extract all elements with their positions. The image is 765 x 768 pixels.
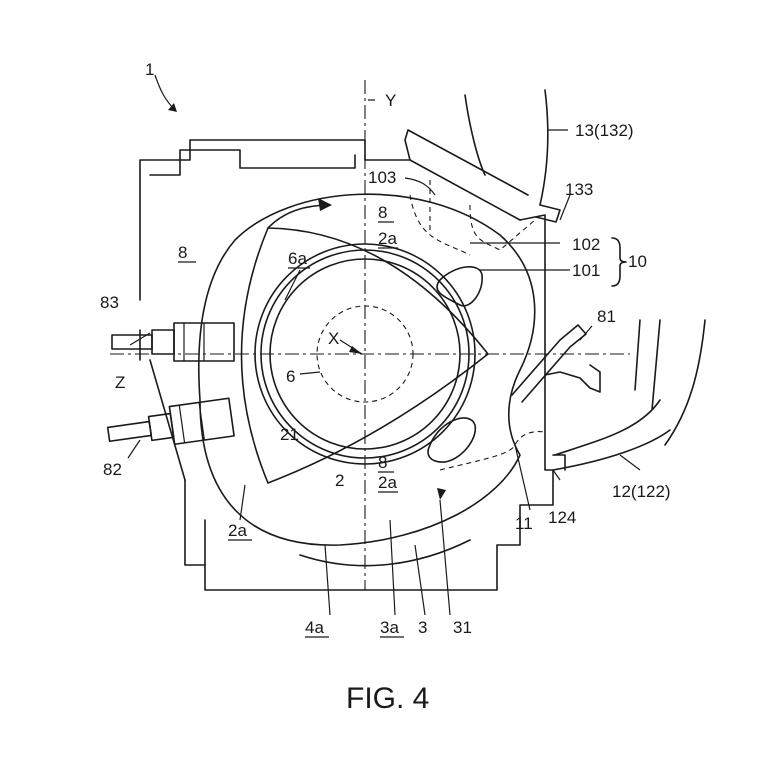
- figure-caption: FIG. 4: [346, 682, 429, 715]
- label-chamber-8-left: 8: [178, 243, 187, 262]
- part-124-bracket: [552, 454, 566, 471]
- label-shaft-6: 6: [286, 367, 295, 386]
- exhaust-passage-dashed: [439, 431, 546, 471]
- label-part-101: 101: [572, 261, 600, 280]
- label-part-124: 124: [548, 508, 576, 527]
- exhaust-pipe-12: [552, 319, 706, 471]
- intake-pipe: [404, 129, 529, 221]
- arrow-31: [437, 488, 446, 500]
- label-apex-2a-left: 2a: [228, 521, 247, 540]
- label-part-102: 102: [572, 235, 600, 254]
- label-underlines: [178, 221, 404, 638]
- label-housing-3: 3: [418, 618, 427, 637]
- label-part-103: 103: [368, 168, 396, 187]
- arrow-1: [168, 103, 177, 112]
- label-chamber-8-top: 8: [378, 203, 387, 222]
- sensor-81-bracket: [544, 364, 601, 393]
- label-group-10: 10: [628, 252, 647, 271]
- label-axis-y: Y: [385, 91, 396, 110]
- stationary-gear: [269, 258, 461, 450]
- label-pipe-12: 12(122): [612, 482, 671, 501]
- label-part-133: 133: [565, 180, 593, 199]
- rotor-gear-inner: [260, 249, 470, 459]
- label-gear-21: 21: [280, 425, 299, 444]
- label-axis-z: Z: [115, 373, 125, 392]
- rotation-arrowhead: [318, 198, 332, 211]
- housing-inner-outline: [149, 149, 356, 176]
- housing-outline: [139, 139, 554, 591]
- label-plug-82: 82: [103, 460, 122, 479]
- label-sensor-81: 81: [597, 307, 616, 326]
- trochoid-housing: [197, 193, 536, 546]
- label-plug-83: 83: [100, 293, 119, 312]
- label-chamber-8-bottom: 8: [378, 453, 387, 472]
- label-rotor-2: 2: [335, 471, 344, 490]
- label-part-4a: 4a: [305, 618, 324, 637]
- label-engine: 1: [145, 60, 154, 79]
- spark-plug-82: [106, 397, 235, 446]
- label-apex-2a-mid: 2a: [378, 473, 397, 492]
- exhaust-port-31: [427, 417, 476, 463]
- label-apex-2a-top: 2a: [378, 229, 397, 248]
- spark-plug-83: [111, 322, 235, 362]
- arrow-x: [349, 346, 362, 354]
- eccentric-shaft-dashed: [316, 305, 414, 403]
- intake-runner-13: [464, 89, 549, 206]
- label-gear-6a: 6a: [288, 249, 307, 268]
- brace-10: [611, 237, 627, 287]
- label-pipe-13: 13(132): [575, 121, 634, 140]
- housing-lower-wall: [204, 519, 471, 567]
- part-133-plate: [535, 204, 561, 223]
- label-part-31: 31: [453, 618, 472, 637]
- intake-passage-dashed: [409, 180, 536, 256]
- intake-port-101: [436, 266, 483, 307]
- rotor-gear-outer: [254, 243, 476, 465]
- label-part-11: 11: [515, 514, 533, 533]
- label-axis-x: X: [328, 329, 339, 348]
- label-part-3a: 3a: [380, 618, 399, 637]
- leader-lines: [127, 74, 641, 616]
